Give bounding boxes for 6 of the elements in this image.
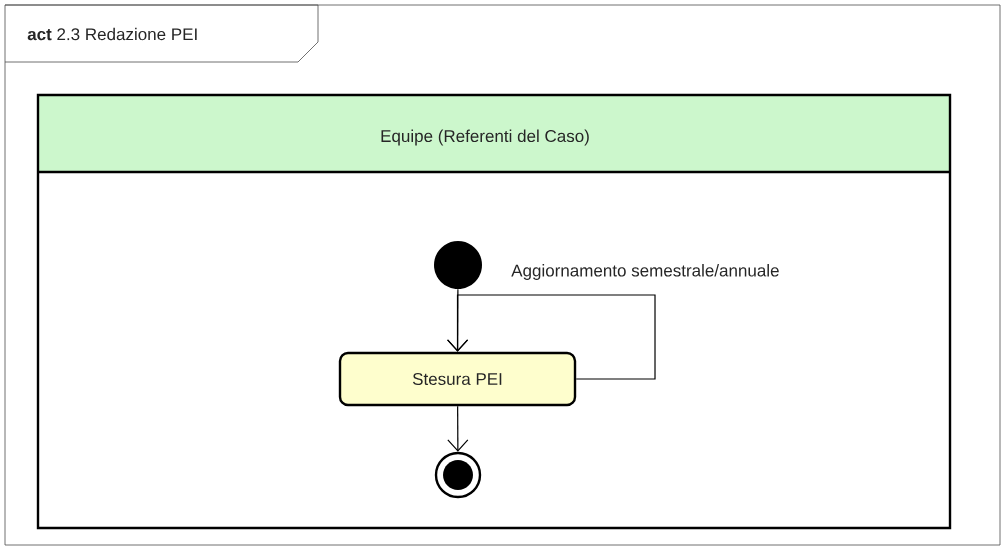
edge-label: Aggiornamento semestrale/annuale	[510, 263, 781, 281]
arrow	[447, 405, 469, 452]
action-box: Stesura PEI	[338, 351, 577, 407]
arrow	[446, 294, 656, 380]
final-node	[434, 451, 482, 499]
initial-node	[434, 241, 482, 289]
